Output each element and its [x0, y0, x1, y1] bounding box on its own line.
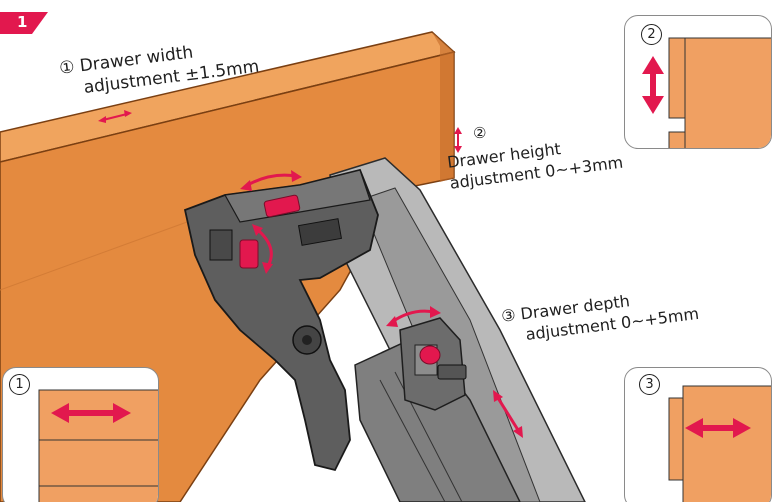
width-arrow-label	[98, 110, 132, 123]
depth-wheel	[419, 345, 441, 365]
inset-depth-detail: 3	[624, 367, 772, 502]
inset-2-number: 2	[641, 24, 662, 45]
height-marker: ②	[473, 124, 487, 142]
width-arrow-clip	[240, 170, 302, 191]
step-badge: 1	[0, 12, 48, 34]
inset-3-number: 3	[639, 374, 660, 395]
panel-grain-line	[0, 209, 221, 291]
step-number: 1	[17, 13, 28, 31]
depth-arrow-bracket	[386, 306, 441, 327]
inset-width-graphic	[38, 389, 158, 502]
locking-clip-body	[183, 168, 379, 472]
clip-slot-1	[297, 218, 343, 246]
depth-arrow-rail	[493, 390, 523, 438]
inset-depth-graphic	[668, 385, 771, 502]
inset-width-detail: 1	[2, 367, 159, 502]
depth-tab	[437, 364, 467, 380]
height-arrow-label	[454, 127, 462, 153]
clip-slot-2	[209, 229, 233, 261]
inset-1-number: 1	[9, 374, 30, 395]
rail-groove-1	[379, 379, 446, 502]
clip-screw-center	[302, 335, 312, 345]
width-adjuster-red	[263, 194, 301, 218]
height-arrow-clip	[252, 224, 273, 274]
height-adjuster-red	[239, 239, 259, 269]
inset-height-graphic	[642, 37, 771, 148]
inset-height-detail: 2	[624, 15, 772, 149]
drawer-panel-edge	[432, 32, 454, 182]
